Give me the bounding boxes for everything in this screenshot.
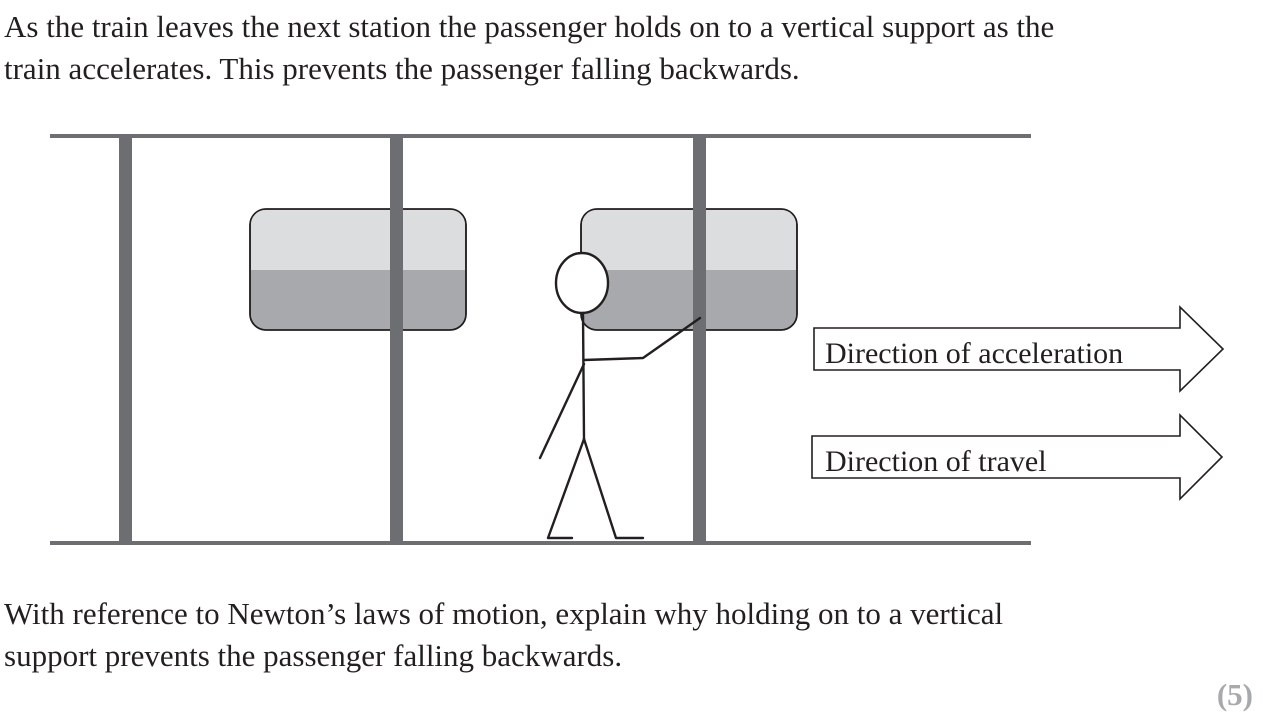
- passenger-left-leg: [546, 437, 586, 540]
- passenger-right-leg: [582, 437, 645, 540]
- acceleration-arrow: Direction of acceleration: [813, 305, 1225, 393]
- passenger-head: [554, 251, 610, 315]
- passenger-figure: [538, 251, 702, 540]
- intro-line-1: As the train leaves the next station the…: [4, 9, 1055, 44]
- marks-label: (5): [1216, 677, 1253, 712]
- passenger-holding-arm: [582, 316, 702, 362]
- question-line-2: support prevents the passenger falling b…: [4, 638, 623, 673]
- question-line-1: With reference to Newton’s laws of motio…: [4, 596, 1004, 631]
- acceleration-label: Direction of acceleration: [825, 337, 1123, 370]
- intro-text: As the train leaves the next station the…: [4, 6, 1054, 90]
- question-text: With reference to Newton’s laws of motio…: [4, 593, 1003, 677]
- passenger-body: [581, 311, 586, 441]
- vertical-support-3: [693, 137, 706, 543]
- travel-arrow: Direction of travel: [811, 413, 1224, 501]
- train-window-left: [249, 208, 467, 331]
- intro-line-2: train accelerates. This prevents the pas…: [4, 51, 800, 86]
- travel-label: Direction of travel: [825, 445, 1047, 478]
- vertical-support-1: [119, 137, 132, 543]
- train-window-right: [580, 208, 798, 331]
- passenger-free-arm: [538, 362, 586, 460]
- vertical-support-2: [390, 137, 403, 543]
